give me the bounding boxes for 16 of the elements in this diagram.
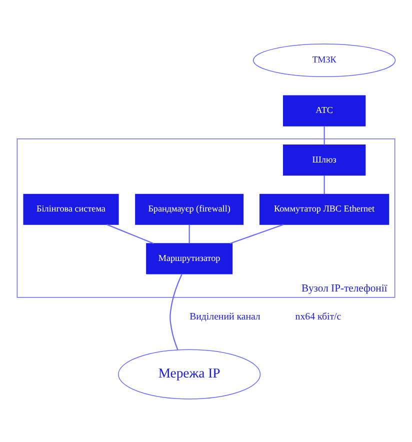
connector — [170, 273, 182, 350]
node-box: Маршрутизатор — [146, 242, 233, 274]
label: Виділений канал — [190, 311, 260, 322]
connector — [230, 224, 284, 244]
node-box: АТС — [282, 94, 366, 126]
node-ellipse: ТМЗК — [253, 43, 396, 77]
connector — [324, 126, 325, 144]
connector — [324, 174, 325, 194]
node-box: Брандмауєр (firewall) — [135, 193, 244, 224]
connector — [188, 224, 190, 243]
connector — [106, 224, 154, 244]
label: nх64 кбіт/с — [295, 311, 342, 322]
node-box: Білінгова система — [23, 193, 119, 224]
node-box: Коммутатор ЛВС Ethernet — [259, 193, 390, 224]
node-box: Шлюз — [282, 144, 366, 176]
node-ellipse: Мережа IP — [118, 348, 261, 399]
